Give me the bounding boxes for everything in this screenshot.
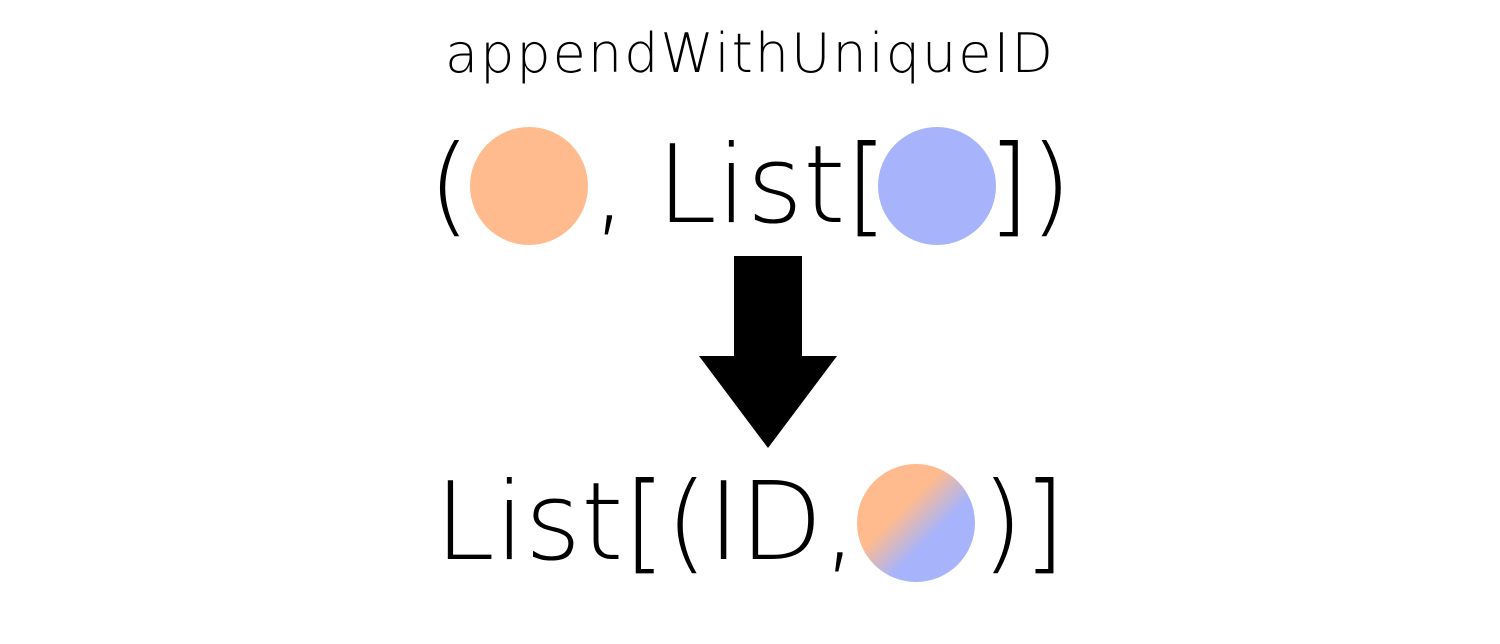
output-id-label: ID xyxy=(707,460,823,585)
output-list-label: List xyxy=(434,460,624,585)
orange-blue-gradient-circle-icon xyxy=(857,464,976,582)
down-arrow-icon xyxy=(699,256,837,448)
output-close-paren: ) xyxy=(981,460,1024,585)
function-name: appendWithUniqueID xyxy=(445,22,1055,85)
input-close-paren: ) xyxy=(1029,123,1072,248)
input-separator: , xyxy=(592,123,627,248)
output-signature: List [ ( ID , ) ] xyxy=(0,463,1500,583)
blue-circle-icon xyxy=(877,127,996,245)
arrow-shape xyxy=(699,256,837,448)
output-separator: , xyxy=(822,460,858,585)
orange-circle-icon xyxy=(470,127,589,245)
output-close-bracket: ] xyxy=(1023,460,1066,585)
input-signature: ( , List [ ] ) xyxy=(0,126,1500,246)
output-open-bracket: [ xyxy=(623,460,666,585)
input-close-bracket: ] xyxy=(987,123,1030,248)
input-list-label: List xyxy=(656,123,846,248)
output-open-paren: ( xyxy=(665,460,708,585)
input-open-paren: ( xyxy=(428,123,471,248)
